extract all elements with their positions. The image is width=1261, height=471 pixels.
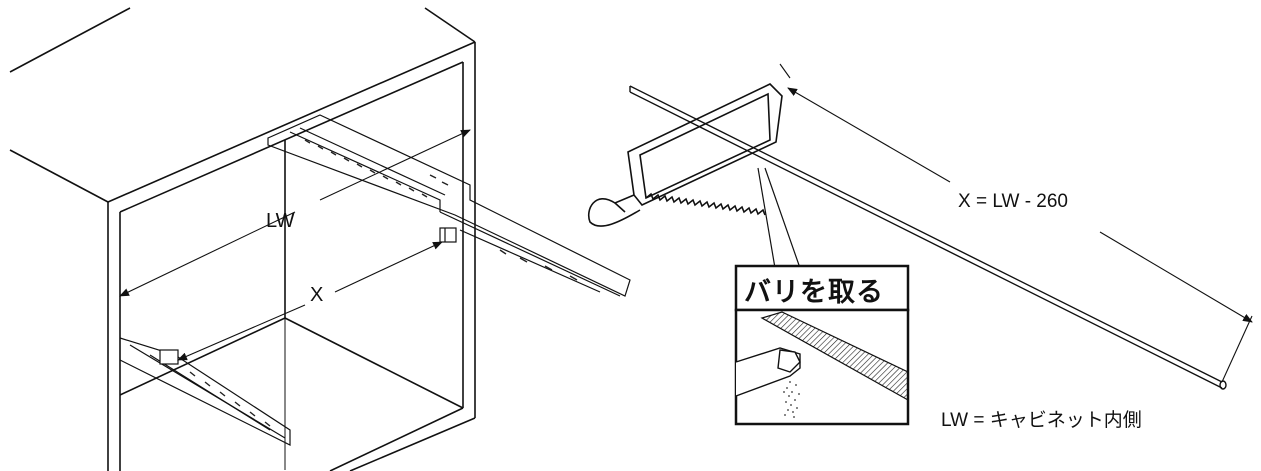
lw-label: LW [266,210,295,232]
lw-dimension-arrow [119,129,471,297]
cabinet-inside-note: LW = キャビネット内側 [941,410,1142,431]
deburr-box [734,264,910,426]
formula-dimension-arrow [779,63,1253,383]
file-icon [760,311,909,402]
cabinet-drawing [9,7,476,471]
drawer-slide-rail-lower [119,337,291,446]
rod-icon [629,85,1227,390]
deburr-label: バリを取る [744,277,884,307]
formula-label: X = LW - 260 [958,191,1069,212]
drawer-slide-rail [267,114,631,297]
hacksaw-icon [588,83,783,227]
x-label: X [310,284,324,306]
x-dimension-arrow [177,241,443,361]
